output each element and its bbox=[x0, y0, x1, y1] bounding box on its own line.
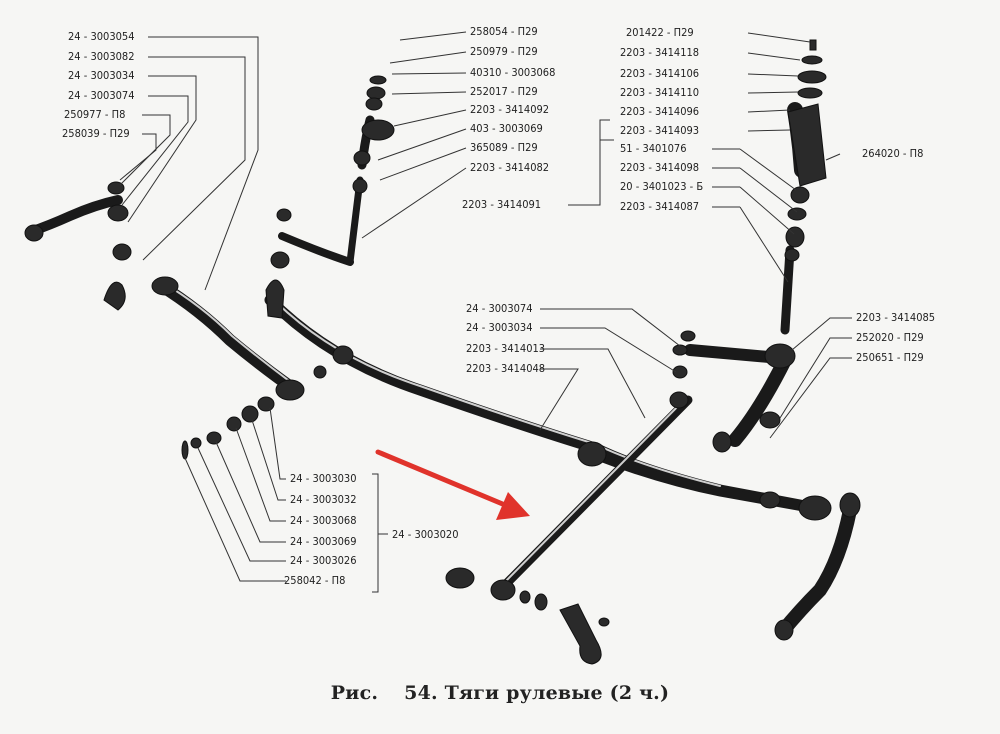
label-c7: 51 - 3401076 bbox=[620, 142, 687, 155]
label-e2: 252020 - П29 bbox=[856, 331, 924, 344]
label-a4: 24 - 3003074 bbox=[68, 89, 135, 102]
label-c4: 2203 - 3414110 bbox=[620, 86, 699, 99]
label-a2: 24 - 3003082 bbox=[68, 50, 135, 63]
label-c11: 264020 - П8 bbox=[862, 147, 923, 160]
label-b6: 403 - 3003069 bbox=[470, 122, 543, 135]
highlight-arrow bbox=[375, 449, 530, 520]
label-d4: 2203 - 3414048 bbox=[466, 362, 545, 375]
label-c2: 2203 - 3414118 bbox=[620, 46, 699, 59]
label-e1: 2203 - 3414085 bbox=[856, 311, 935, 324]
label-b4: 252017 - П29 bbox=[470, 85, 538, 98]
label-a5: 250977 - П8 bbox=[64, 108, 125, 121]
label-a1: 24 - 3003054 bbox=[68, 30, 135, 43]
label-c1: 201422 - П29 bbox=[626, 26, 694, 39]
label-f4: 24 - 3003069 bbox=[290, 535, 357, 548]
label-f1: 24 - 3003030 bbox=[290, 472, 357, 485]
part-labels: 24 - 3003054 24 - 3003082 24 - 3003034 2… bbox=[62, 25, 935, 587]
leader-lines bbox=[119, 31, 852, 593]
label-f7: 24 - 3003020 bbox=[392, 528, 459, 541]
label-f6: 258042 - П8 bbox=[284, 574, 345, 587]
label-b7: 365089 - П29 bbox=[470, 141, 538, 154]
caption-prefix: Рис. bbox=[330, 682, 379, 704]
label-c9: 20 - 3401023 - Б bbox=[620, 180, 703, 193]
joint-parts bbox=[24, 39, 861, 665]
label-b8: 2203 - 3414082 bbox=[470, 161, 549, 174]
figure-caption: Рис. 54. Тяги рулевые (2 ч.) bbox=[0, 682, 1000, 704]
label-b3: 40310 - 3003068 bbox=[470, 66, 555, 79]
label-b2: 250979 - П29 bbox=[470, 45, 538, 58]
label-c6: 2203 - 3414093 bbox=[620, 124, 699, 137]
label-c8: 2203 - 3414098 bbox=[620, 161, 699, 174]
label-b1: 258054 - П29 bbox=[470, 25, 538, 38]
label-a3: 24 - 3003034 bbox=[68, 69, 135, 82]
label-c3: 2203 - 3414106 bbox=[620, 67, 699, 80]
label-f2: 24 - 3003032 bbox=[290, 493, 357, 506]
label-c5: 2203 - 3414096 bbox=[620, 105, 699, 118]
label-a6: 258039 - П29 bbox=[62, 127, 130, 140]
label-e3: 250651 - П29 bbox=[856, 351, 924, 364]
label-b9: 2203 - 3414091 bbox=[462, 198, 541, 211]
label-d1: 24 - 3003074 bbox=[466, 302, 533, 315]
caption-text: 54. Тяги рулевые (2 ч.) bbox=[404, 682, 670, 704]
label-f5: 24 - 3003026 bbox=[290, 554, 357, 567]
label-b5: 2203 - 3414092 bbox=[470, 103, 549, 116]
label-d3: 2203 - 3414013 bbox=[466, 342, 545, 355]
label-f3: 24 - 3003068 bbox=[290, 514, 357, 527]
label-d2: 24 - 3003034 bbox=[466, 321, 533, 334]
label-c10: 2203 - 3414087 bbox=[620, 200, 699, 213]
linkage-parts bbox=[25, 102, 857, 639]
